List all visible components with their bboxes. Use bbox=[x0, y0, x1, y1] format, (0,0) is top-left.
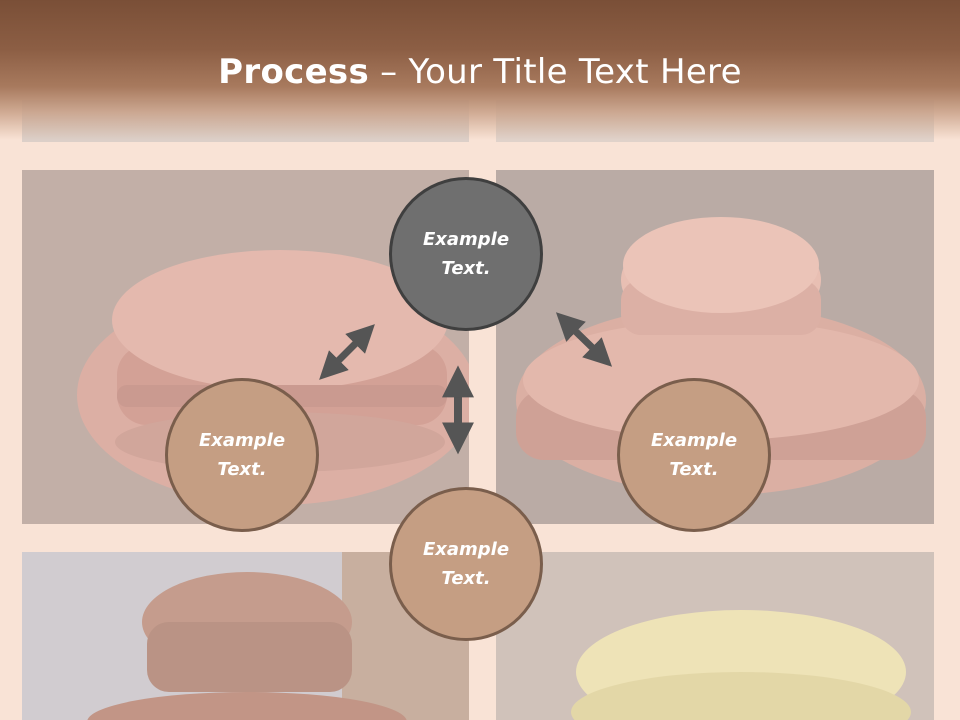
process-node-left: Example Text. bbox=[165, 378, 319, 532]
process-node-top: Example Text. bbox=[389, 177, 543, 331]
node-left-line2: Text. bbox=[217, 459, 267, 480]
arrow-top-right bbox=[555, 312, 613, 367]
node-top-line2: Text. bbox=[441, 258, 491, 279]
node-left-line1: Example bbox=[198, 430, 286, 451]
arrow-top-left bbox=[319, 324, 375, 380]
process-node-right: Example Text. bbox=[617, 378, 771, 532]
node-right-line2: Text. bbox=[669, 459, 719, 480]
node-bottom-line2: Text. bbox=[441, 568, 491, 589]
title-text: Your Title Text Here bbox=[408, 52, 742, 92]
process-node-bottom: Example Text. bbox=[389, 487, 543, 641]
slide-title: Process – Your Title Text Here bbox=[0, 52, 960, 92]
node-right-line1: Example bbox=[650, 430, 738, 451]
title-bold: Process bbox=[218, 52, 370, 92]
node-bottom-line1: Example bbox=[422, 539, 510, 560]
title-separator: – bbox=[369, 52, 409, 92]
node-top-line1: Example bbox=[422, 229, 510, 250]
title-bar bbox=[0, 0, 960, 140]
